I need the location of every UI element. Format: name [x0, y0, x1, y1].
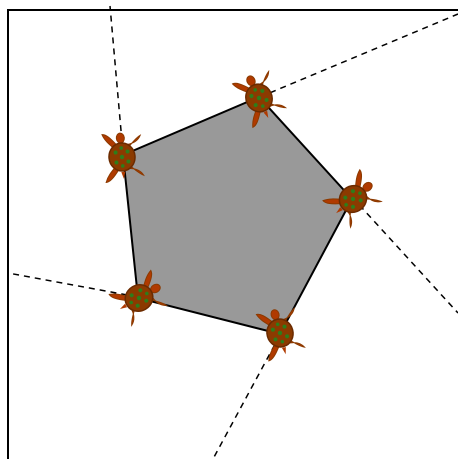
ray-left: [8, 273, 138, 297]
ray-top-right: [260, 14, 458, 97]
ray-right: [352, 197, 458, 313]
pentagon-shape: [123, 97, 352, 334]
ray-top-left: [110, 6, 123, 153]
ray-bottom: [213, 335, 280, 459]
